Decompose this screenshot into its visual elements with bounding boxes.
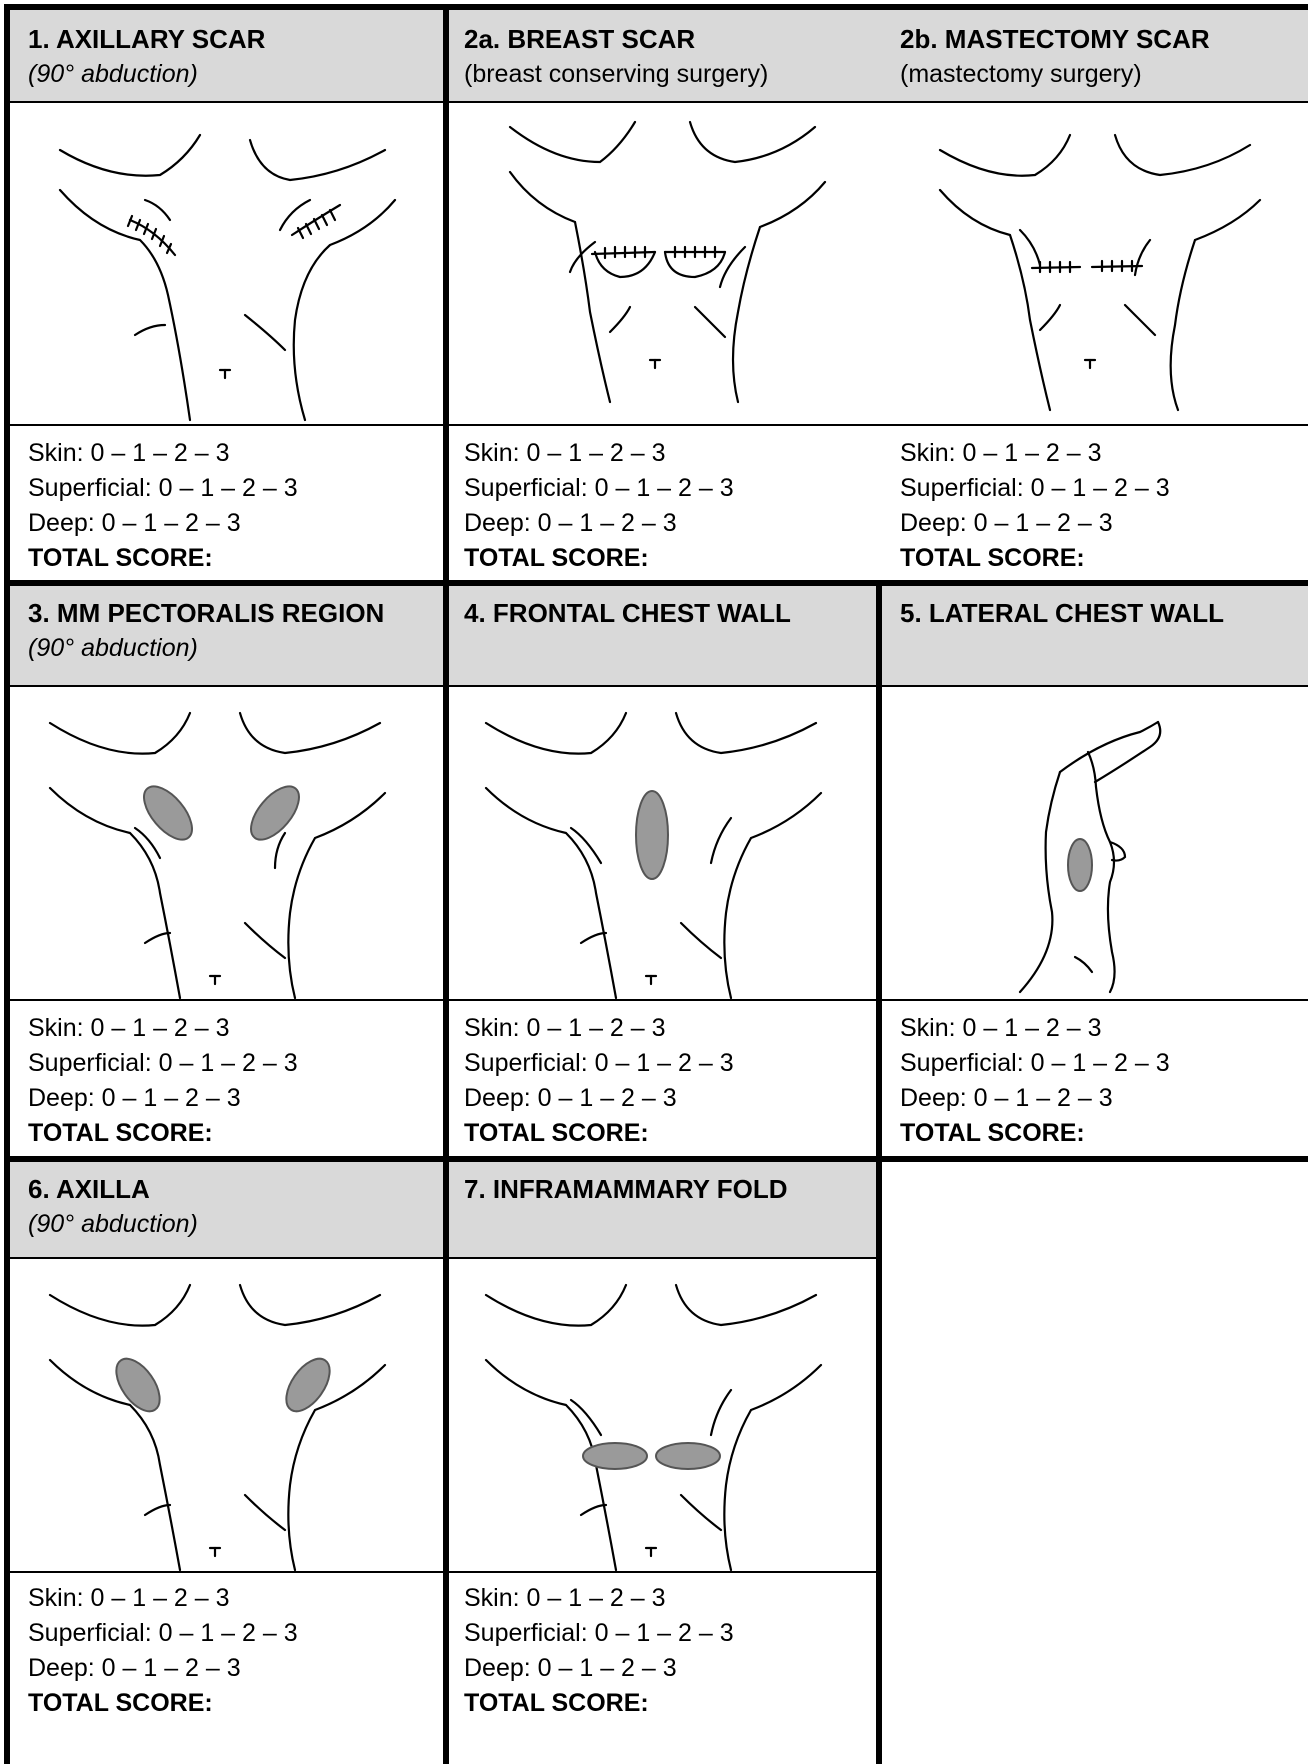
title-section-3: 3. MM PECTORALIS REGION (28, 596, 384, 630)
header-section-3: 3. MM PECTORALIS REGION (90° abduction) (10, 586, 446, 686)
torso-figure-section-2b (920, 120, 1300, 410)
subtitle-section-2b: (mastectomy surgery) (900, 57, 1142, 91)
skin-score: Skin: 0 – 1 – 2 – 3 (28, 1011, 298, 1046)
skin-score: Skin: 0 – 1 – 2 – 3 (28, 1581, 298, 1616)
deep-score: Deep: 0 – 1 – 2 – 3 (464, 1651, 734, 1686)
superficial-score: Superficial: 0 – 1 – 2 – 3 (28, 1046, 298, 1081)
torso-figure-section-7 (476, 1280, 856, 1570)
divider (443, 4, 449, 1764)
torso-figure-section-6 (40, 1280, 420, 1570)
total-score-label: TOTAL SCORE: (28, 1686, 298, 1721)
deep-score: Deep: 0 – 1 – 2 – 3 (900, 1081, 1170, 1116)
score-block-section-7: Skin: 0 – 1 – 2 – 3 Superficial: 0 – 1 –… (464, 1581, 734, 1721)
score-block-section-5: Skin: 0 – 1 – 2 – 3 Superficial: 0 – 1 –… (900, 1011, 1170, 1151)
divider (876, 580, 882, 1764)
score-block-section-2a: Skin: 0 – 1 – 2 – 3 Superficial: 0 – 1 –… (464, 436, 734, 576)
torso-figure-section-2a (470, 112, 850, 412)
title-section-7: 7. INFRAMAMMARY FOLD (464, 1172, 788, 1206)
divider (10, 685, 1308, 687)
deep-score: Deep: 0 – 1 – 2 – 3 (464, 506, 734, 541)
shaded-area-right (278, 1351, 339, 1419)
score-block-section-3: Skin: 0 – 1 – 2 – 3 Superficial: 0 – 1 –… (28, 1011, 298, 1151)
deep-score: Deep: 0 – 1 – 2 – 3 (464, 1081, 734, 1116)
divider (4, 580, 1308, 586)
shaded-area-side (1068, 839, 1092, 891)
border-top (4, 4, 1308, 10)
total-score-label: TOTAL SCORE: (28, 1116, 298, 1151)
torso-figure-section-3 (40, 708, 420, 998)
total-score-label: TOTAL SCORE: (900, 1116, 1170, 1151)
total-score-label: TOTAL SCORE: (464, 541, 734, 576)
skin-score: Skin: 0 – 1 – 2 – 3 (464, 436, 734, 471)
title-section-2a: 2a. BREAST SCAR (464, 22, 695, 56)
score-block-section-4: Skin: 0 – 1 – 2 – 3 Superficial: 0 – 1 –… (464, 1011, 734, 1151)
header-section-6: 6. AXILLA (90° abduction) (10, 1162, 446, 1258)
divider (10, 101, 1308, 103)
shaded-area-right (242, 778, 308, 848)
border-left (4, 4, 10, 1764)
score-block-section-1: Skin: 0 – 1 – 2 – 3 Superficial: 0 – 1 –… (28, 436, 298, 576)
superficial-score: Superficial: 0 – 1 – 2 – 3 (28, 471, 298, 506)
subtitle-section-2a: (breast conserving surgery) (464, 57, 768, 91)
deep-score: Deep: 0 – 1 – 2 – 3 (28, 1081, 298, 1116)
divider (4, 1156, 1308, 1162)
divider (10, 424, 1308, 426)
total-score-label: TOTAL SCORE: (464, 1686, 734, 1721)
title-section-6: 6. AXILLA (28, 1172, 150, 1206)
shaded-area-left (108, 1351, 169, 1419)
title-section-2b: 2b. MASTECTOMY SCAR (900, 22, 1210, 56)
skin-score: Skin: 0 – 1 – 2 – 3 (28, 436, 298, 471)
divider (10, 1571, 880, 1573)
superficial-score: Superficial: 0 – 1 – 2 – 3 (900, 471, 1170, 506)
subtitle-section-6: (90° abduction) (28, 1207, 198, 1241)
total-score-label: TOTAL SCORE: (28, 541, 298, 576)
title-section-5: 5. LATERAL CHEST WALL (900, 596, 1224, 630)
divider (10, 1257, 880, 1259)
deep-score: Deep: 0 – 1 – 2 – 3 (900, 506, 1170, 541)
total-score-label: TOTAL SCORE: (900, 541, 1170, 576)
skin-score: Skin: 0 – 1 – 2 – 3 (900, 436, 1170, 471)
skin-score: Skin: 0 – 1 – 2 – 3 (464, 1011, 734, 1046)
subtitle-section-1: (90° abduction) (28, 57, 198, 91)
superficial-score: Superficial: 0 – 1 – 2 – 3 (464, 1616, 734, 1651)
header-section-5: 5. LATERAL CHEST WALL (882, 586, 1308, 686)
score-block-section-6: Skin: 0 – 1 – 2 – 3 Superficial: 0 – 1 –… (28, 1581, 298, 1721)
header-section-7: 7. INFRAMAMMARY FOLD (446, 1162, 876, 1258)
header-section-2: 2a. BREAST SCAR (breast conserving surge… (446, 10, 1308, 102)
superficial-score: Superficial: 0 – 1 – 2 – 3 (464, 471, 734, 506)
superficial-score: Superficial: 0 – 1 – 2 – 3 (900, 1046, 1170, 1081)
shaded-area-left (583, 1443, 647, 1469)
deep-score: Deep: 0 – 1 – 2 – 3 (28, 1651, 298, 1686)
subtitle-section-3: (90° abduction) (28, 631, 198, 665)
total-score-label: TOTAL SCORE: (464, 1116, 734, 1151)
torso-figure-section-1 (40, 120, 420, 410)
title-section-4: 4. FRONTAL CHEST WALL (464, 596, 791, 630)
deep-score: Deep: 0 – 1 – 2 – 3 (28, 506, 298, 541)
torso-figure-section-5 (1000, 712, 1240, 1002)
skin-score: Skin: 0 – 1 – 2 – 3 (900, 1011, 1170, 1046)
torso-figure-section-4 (476, 708, 856, 998)
header-section-4: 4. FRONTAL CHEST WALL (446, 586, 876, 686)
skin-score: Skin: 0 – 1 – 2 – 3 (464, 1581, 734, 1616)
header-section-1: 1. AXILLARY SCAR (90° abduction) (10, 10, 446, 102)
superficial-score: Superficial: 0 – 1 – 2 – 3 (28, 1616, 298, 1651)
score-block-section-2b: Skin: 0 – 1 – 2 – 3 Superficial: 0 – 1 –… (900, 436, 1170, 576)
divider (10, 999, 1308, 1001)
title-section-1: 1. AXILLARY SCAR (28, 22, 265, 56)
shaded-area-right (656, 1443, 720, 1469)
shaded-area-center (636, 791, 668, 879)
superficial-score: Superficial: 0 – 1 – 2 – 3 (464, 1046, 734, 1081)
